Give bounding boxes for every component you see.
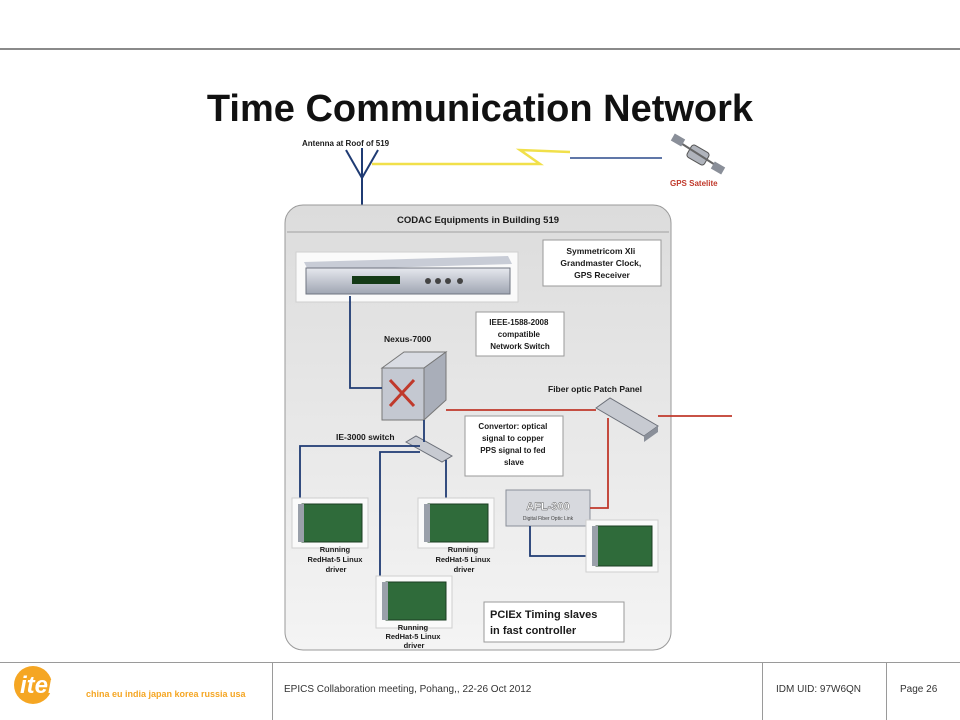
convertor-callout: Convertor: optical signal to copper PPS … bbox=[464, 415, 564, 477]
footer-separator bbox=[886, 662, 887, 720]
footer-meeting: EPICS Collaboration meeting, Pohang,, 22… bbox=[284, 684, 532, 695]
card-2-caption: Running RedHat-5 Linux driver bbox=[435, 545, 492, 574]
nexus-label: Nexus-7000 bbox=[384, 334, 432, 344]
top-rule bbox=[0, 48, 960, 50]
copper-connections bbox=[299, 296, 590, 580]
satellite-icon bbox=[670, 133, 726, 175]
satellite-label: GPS Satelite bbox=[670, 179, 718, 188]
footer-page: Page 26 bbox=[900, 684, 938, 695]
svg-text:Convertor: optical signa: Convertor: optical signal to copper PPS … bbox=[478, 422, 549, 467]
patch-panel-icon bbox=[595, 397, 659, 442]
fiber-connections bbox=[446, 409, 732, 509]
footer-separator bbox=[272, 662, 273, 720]
grandmaster-clock-device bbox=[295, 251, 519, 303]
footer-rule bbox=[0, 662, 960, 663]
svg-text:PCIEx Timing slaves in f: PCIEx Timing slaves in fast controller bbox=[490, 609, 600, 637]
pcie-card-2 bbox=[417, 497, 495, 549]
ie-switch-label: IE-3000 switch bbox=[336, 432, 395, 442]
patch-panel-label: Fiber optic Patch Panel bbox=[548, 384, 642, 394]
pcie-card-1 bbox=[291, 497, 369, 549]
pcie-card-3 bbox=[585, 519, 659, 573]
afl-converter-device: AFL-300 Digital Fiber Optic Link bbox=[505, 489, 591, 527]
pciex-callout: PCIEx Timing slaves in fast controller bbox=[483, 601, 625, 643]
card-1-caption: Running RedHat-5 Linux driver bbox=[307, 545, 364, 574]
slide-title: Time Communication Network bbox=[206, 88, 754, 130]
logo-text: iter bbox=[20, 672, 58, 699]
switch-callout: IEEE-1588-2008 compatible Network Switch bbox=[475, 311, 565, 357]
logo-tagline: china eu india japan korea russia usa bbox=[86, 689, 246, 699]
iter-logo-icon bbox=[14, 666, 52, 704]
building-label: CODAC Equipments in Building 519 bbox=[397, 215, 559, 226]
antenna-icon bbox=[345, 148, 379, 205]
footer-idm: IDM UID: 97W6QN bbox=[776, 684, 862, 695]
card-4-caption: Running RedHat-5 Linux driver bbox=[385, 623, 442, 650]
afl-label: AFL-300 bbox=[526, 501, 569, 513]
svg-text:Symmetricom Xli Grandmas: Symmetricom Xli Grandmaster Clock, GPS R… bbox=[560, 246, 643, 280]
antenna-label: Antenna at Roof of 519 bbox=[302, 139, 390, 148]
afl-sublabel: Digital Fiber Optic Link bbox=[523, 516, 574, 522]
ie-switch-icon bbox=[405, 435, 453, 463]
wireless-link bbox=[372, 148, 662, 166]
svg-text:IEEE-1588-2008 compatibl: IEEE-1588-2008 compatible Network Switch bbox=[489, 318, 550, 351]
pcie-card-4 bbox=[375, 575, 453, 629]
network-diagram: Antenna at Roof of 519 GPS Satelite CODA… bbox=[284, 133, 732, 651]
footer-separator bbox=[762, 662, 763, 720]
grandmaster-callout: Symmetricom Xli Grandmaster Clock, GPS R… bbox=[542, 239, 662, 287]
nexus-switch-icon bbox=[380, 351, 448, 422]
